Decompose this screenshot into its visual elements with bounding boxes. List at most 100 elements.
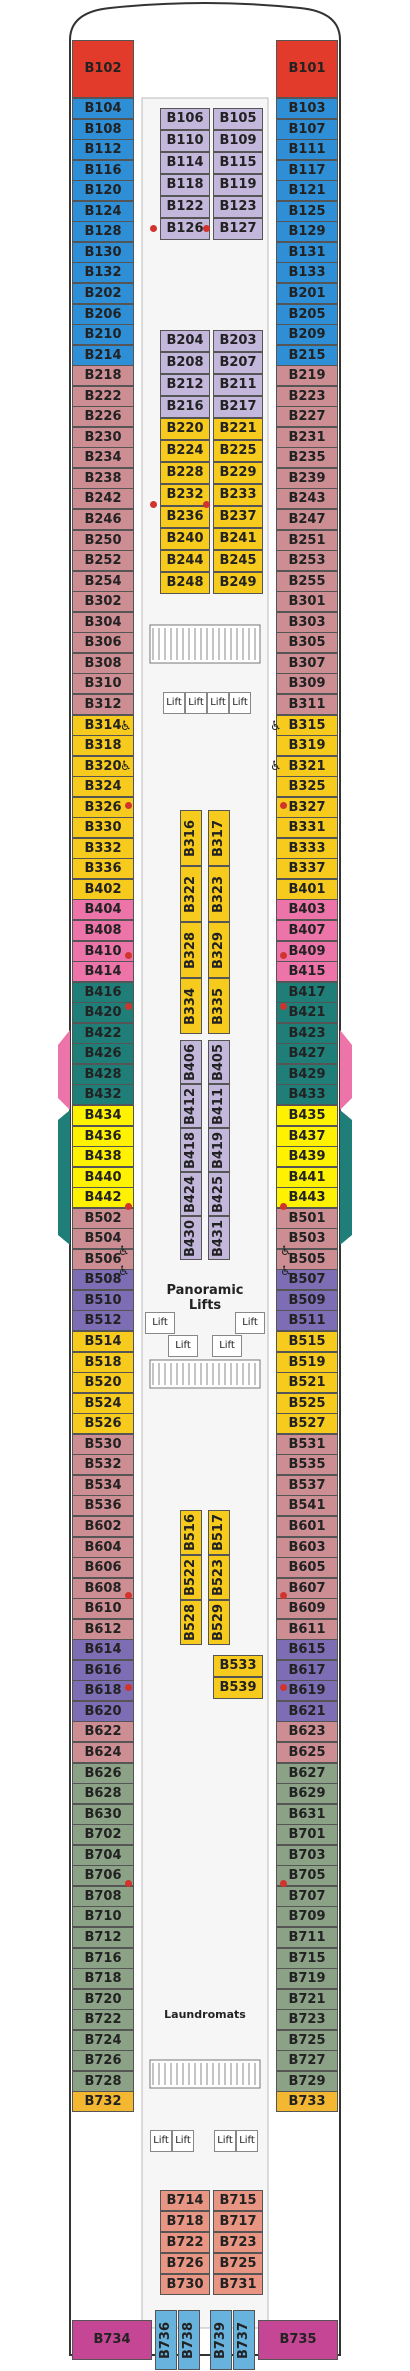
cabin-b405[interactable]: B405 xyxy=(208,1040,230,1084)
cabin-b620[interactable]: B620 xyxy=(72,1700,134,1722)
cabin-b722[interactable]: B722 xyxy=(72,2009,134,2031)
cabin-b705[interactable]: B705 xyxy=(276,1865,338,1887)
cabin-b621[interactable]: B621 xyxy=(276,1700,338,1722)
cabin-b517[interactable]: B517 xyxy=(208,1510,230,1555)
cabin-b712[interactable]: B712 xyxy=(72,1926,134,1948)
cabin-b254[interactable]: B254 xyxy=(72,570,134,592)
cabin-b442[interactable]: B442 xyxy=(72,1187,134,1209)
cabin-b604[interactable]: B604 xyxy=(72,1536,134,1558)
cabin-b121[interactable]: B121 xyxy=(276,180,338,202)
cabin-b124[interactable]: B124 xyxy=(72,200,134,222)
cabin-b733[interactable]: B733 xyxy=(276,2091,338,2113)
cabin-b721[interactable]: B721 xyxy=(276,1988,338,2010)
cabin-b433[interactable]: B433 xyxy=(276,1084,338,1106)
cabin-b715[interactable]: B715 xyxy=(276,1947,338,1969)
cabin-b130[interactable]: B130 xyxy=(72,241,134,263)
cabin-b337[interactable]: B337 xyxy=(276,858,338,880)
cabin-b201[interactable]: B201 xyxy=(276,282,338,304)
cabin-b737[interactable]: B737 xyxy=(233,2310,255,2370)
cabin-b605[interactable]: B605 xyxy=(276,1557,338,1579)
cabin-b503[interactable]: B503 xyxy=(276,1228,338,1250)
cabin-b410[interactable]: B410 xyxy=(72,940,134,962)
cabin-b729[interactable]: B729 xyxy=(276,2070,338,2092)
cabin-b104[interactable]: B104 xyxy=(72,98,134,119)
cabin-b725[interactable]: B725 xyxy=(213,2253,263,2274)
cabin-b622[interactable]: B622 xyxy=(72,1721,134,1743)
cabin-b240[interactable]: B240 xyxy=(160,528,210,550)
cabin-b226[interactable]: B226 xyxy=(72,406,134,428)
cabin-b709[interactable]: B709 xyxy=(276,1906,338,1928)
cabin-b702[interactable]: B702 xyxy=(72,1824,134,1846)
cabin-b527[interactable]: B527 xyxy=(276,1413,338,1435)
cabin-b406[interactable]: B406 xyxy=(180,1040,202,1084)
cabin-b722[interactable]: B722 xyxy=(160,2232,210,2253)
cabin-b332[interactable]: B332 xyxy=(72,837,134,859)
cabin-b718[interactable]: B718 xyxy=(72,1968,134,1990)
cabin-b311[interactable]: B311 xyxy=(276,693,338,715)
cabin-b717[interactable]: B717 xyxy=(213,2211,263,2232)
cabin-b329[interactable]: B329 xyxy=(208,922,230,978)
cabin-b624[interactable]: B624 xyxy=(72,1742,134,1763)
cabin-b115[interactable]: B115 xyxy=(213,152,263,174)
cabin-b320[interactable]: B320 xyxy=(72,755,134,777)
cabin-b204[interactable]: B204 xyxy=(160,330,210,352)
cabin-b253[interactable]: B253 xyxy=(276,550,338,572)
cabin-b106[interactable]: B106 xyxy=(160,108,210,130)
cabin-b603[interactable]: B603 xyxy=(276,1536,338,1558)
cabin-b303[interactable]: B303 xyxy=(276,611,338,633)
cabin-b301[interactable]: B301 xyxy=(276,591,338,613)
cabin-b524[interactable]: B524 xyxy=(72,1392,134,1414)
cabin-b626[interactable]: B626 xyxy=(72,1762,134,1784)
cabin-b606[interactable]: B606 xyxy=(72,1557,134,1579)
cabin-b601[interactable]: B601 xyxy=(276,1515,338,1537)
cabin-b432[interactable]: B432 xyxy=(72,1084,134,1106)
cabin-b238[interactable]: B238 xyxy=(72,467,134,489)
cabin-b212[interactable]: B212 xyxy=(160,374,210,396)
cabin-b426[interactable]: B426 xyxy=(72,1043,134,1065)
cabin-b214[interactable]: B214 xyxy=(72,344,134,366)
cabin-b502[interactable]: B502 xyxy=(72,1207,134,1229)
cabin-b114[interactable]: B114 xyxy=(160,152,210,174)
cabin-b108[interactable]: B108 xyxy=(72,118,134,140)
cabin-b247[interactable]: B247 xyxy=(276,509,338,530)
cabin-b609[interactable]: B609 xyxy=(276,1598,338,1620)
cabin-b116[interactable]: B116 xyxy=(72,159,134,181)
cabin-b243[interactable]: B243 xyxy=(276,488,338,510)
cabin-b509[interactable]: B509 xyxy=(276,1289,338,1311)
cabin-b402[interactable]: B402 xyxy=(72,878,134,900)
cabin-b409[interactable]: B409 xyxy=(276,940,338,962)
cabin-b529[interactable]: B529 xyxy=(208,1600,230,1645)
cabin-b245[interactable]: B245 xyxy=(213,550,263,572)
cabin-b228[interactable]: B228 xyxy=(160,462,210,484)
cabin-b210[interactable]: B210 xyxy=(72,324,134,346)
cabin-b732[interactable]: B732 xyxy=(72,2091,134,2113)
cabin-b602[interactable]: B602 xyxy=(72,1515,134,1537)
cabin-b211[interactable]: B211 xyxy=(213,374,263,396)
cabin-b738[interactable]: B738 xyxy=(178,2310,200,2370)
cabin-b217[interactable]: B217 xyxy=(213,396,263,418)
cabin-b506[interactable]: B506 xyxy=(72,1248,134,1270)
cabin-b218[interactable]: B218 xyxy=(72,365,134,387)
cabin-b132[interactable]: B132 xyxy=(72,262,134,284)
cabin-b404[interactable]: B404 xyxy=(72,899,134,921)
cabin-b310[interactable]: B310 xyxy=(72,673,134,695)
cabin-b325[interactable]: B325 xyxy=(276,776,338,798)
cabin-b431[interactable]: B431 xyxy=(208,1216,230,1260)
cabin-b223[interactable]: B223 xyxy=(276,385,338,407)
cabin-b318[interactable]: B318 xyxy=(72,735,134,757)
cabin-b708[interactable]: B708 xyxy=(72,1885,134,1907)
cabin-b501[interactable]: B501 xyxy=(276,1207,338,1229)
cabin-b319[interactable]: B319 xyxy=(276,735,338,757)
cabin-b331[interactable]: B331 xyxy=(276,817,338,839)
cabin-b537[interactable]: B537 xyxy=(276,1474,338,1496)
cabin-b504[interactable]: B504 xyxy=(72,1228,134,1250)
cabin-b308[interactable]: B308 xyxy=(72,652,134,674)
cabin-b109[interactable]: B109 xyxy=(213,130,263,152)
cabin-b710[interactable]: B710 xyxy=(72,1906,134,1928)
cabin-b333[interactable]: B333 xyxy=(276,837,338,859)
cabin-b302[interactable]: B302 xyxy=(72,591,134,613)
cabin-b216[interactable]: B216 xyxy=(160,396,210,418)
cabin-b616[interactable]: B616 xyxy=(72,1659,134,1681)
cabin-b723[interactable]: B723 xyxy=(276,2009,338,2031)
cabin-b334[interactable]: B334 xyxy=(180,978,202,1034)
